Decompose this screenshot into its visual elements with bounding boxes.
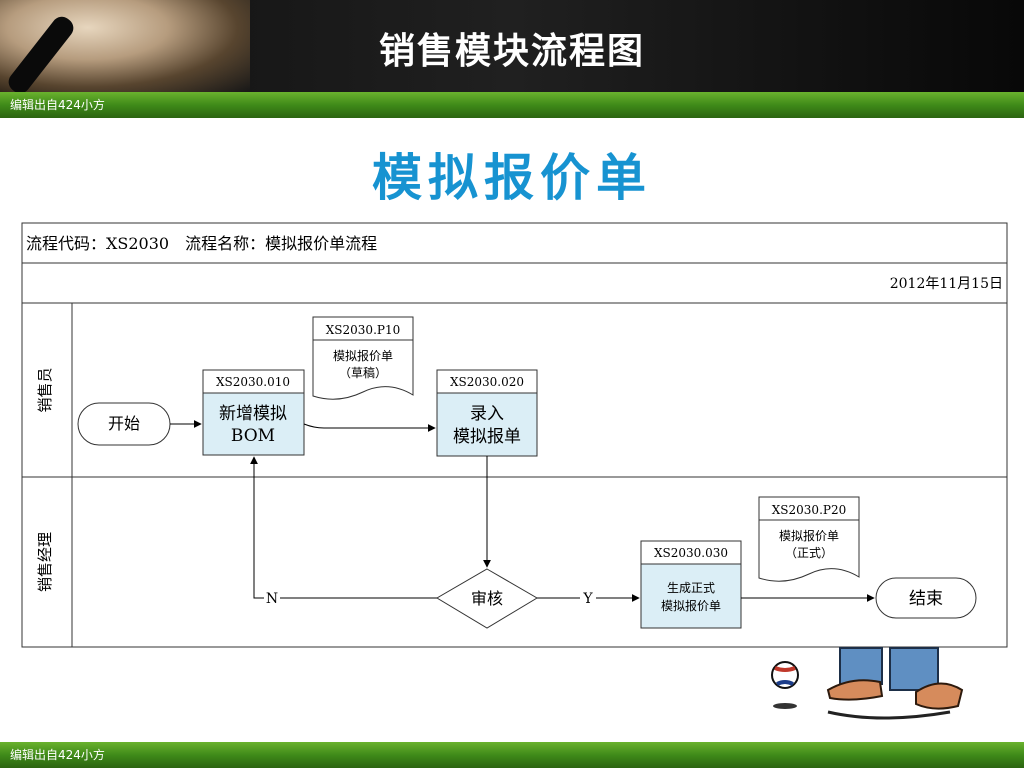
document-p20-line2: （正式） <box>785 546 833 560</box>
ball-illustration <box>771 661 799 709</box>
document-p20-code: XS2030.P20 <box>772 503 846 517</box>
lane-label-sales-manager: 销售经理 <box>36 532 54 592</box>
document-p20-line1: 模拟报价单 <box>779 528 839 543</box>
process-030-line2: 模拟报价单 <box>661 598 721 613</box>
bottom-green-bar: 编辑出自424小方 <box>0 742 1024 768</box>
document-p20 <box>758 496 860 582</box>
process-020-line1: 录入 <box>470 404 504 424</box>
label-no: N <box>266 591 278 607</box>
arrow-010-to-020 <box>303 423 436 432</box>
process-020-code-box <box>436 369 538 394</box>
page-title: 模拟报价单 <box>372 149 652 207</box>
end-label: 结束 <box>909 589 943 609</box>
top-footer-text: 编辑出自424小方 <box>10 98 105 112</box>
label-no-bg <box>264 590 280 606</box>
document-p10-line2: （草稿） <box>339 365 387 380</box>
table-date: 2012年11月15日 <box>890 276 1003 292</box>
process-030-code: XS2030.030 <box>654 546 728 560</box>
end-node <box>875 577 977 619</box>
process-010-line2: BOM <box>231 426 275 446</box>
process-010-line1: 新增模拟 <box>219 404 287 424</box>
review-decision <box>436 568 538 629</box>
document-p10 <box>312 316 414 400</box>
document-p10-code: XS2030.P10 <box>326 323 400 337</box>
label-yes: Y <box>582 591 593 607</box>
process-030-code-box <box>640 540 742 565</box>
start-label: 开始 <box>108 414 140 433</box>
process-020-code: XS2030.020 <box>450 375 524 389</box>
process-010-code: XS2030.010 <box>216 375 290 389</box>
document-p10-line1: 模拟报价单 <box>333 348 393 363</box>
lane-label-salesperson: 销售员 <box>36 367 54 412</box>
top-green-bar: 编辑出自424小方 <box>0 92 1024 118</box>
arrow-review-no <box>250 456 437 599</box>
process-020-line2: 模拟报单 <box>453 427 521 447</box>
review-label: 审核 <box>471 589 503 608</box>
process-010-code-box <box>202 369 305 394</box>
bottom-footer-text: 编辑出自424小方 <box>10 748 105 762</box>
label-yes-bg <box>580 590 596 606</box>
header-banner: 销售模块流程图 <box>0 0 1024 92</box>
cartoon-legs-illustration <box>826 647 964 720</box>
process-030-line1: 生成正式 <box>667 581 715 595</box>
table-header-text: 流程代码：XS2030 流程名称：模拟报价单流程 <box>26 234 377 253</box>
banner-title: 销售模块流程图 <box>378 31 645 72</box>
